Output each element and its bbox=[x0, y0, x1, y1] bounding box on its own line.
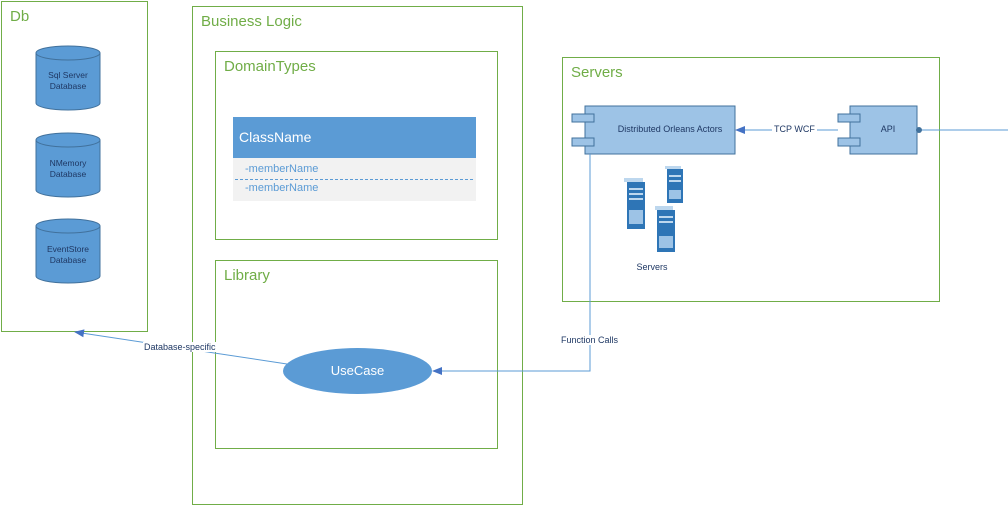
domain-types-frame: DomainTypes bbox=[215, 51, 498, 240]
server-tower-icon bbox=[624, 178, 645, 229]
class-member-1: -memberName bbox=[245, 163, 319, 175]
database-label: EventStore Database bbox=[36, 244, 100, 266]
database-type: Database bbox=[49, 81, 87, 91]
function-calls-connector bbox=[432, 154, 591, 375]
library-frame: Library bbox=[215, 260, 498, 449]
database-label: Sql Server Database bbox=[36, 70, 100, 92]
database-name: Sql Server bbox=[48, 70, 88, 80]
actors-component-label: Distributed Orleans Actors bbox=[617, 124, 723, 134]
database-type: Database bbox=[49, 169, 87, 179]
api-component-label: API bbox=[880, 124, 896, 134]
servers-frame-title: Servers bbox=[571, 64, 623, 81]
servers-icon-label: Servers bbox=[636, 262, 668, 272]
class-member-2: -memberName bbox=[245, 182, 319, 194]
database-specific-label: Database-specific bbox=[143, 342, 217, 352]
component-icon bbox=[837, 105, 918, 155]
business-logic-frame: Business Logic bbox=[192, 6, 523, 505]
server-tower-icon bbox=[665, 166, 683, 203]
class-box: ClassName -memberName -memberName bbox=[233, 117, 476, 201]
member-separator bbox=[235, 179, 473, 180]
database-label: NMemory Database bbox=[36, 158, 100, 180]
database-name: EventStore bbox=[46, 244, 90, 254]
tcp-connector-label: TCP WCF bbox=[772, 124, 817, 134]
business-logic-frame-title: Business Logic bbox=[201, 13, 302, 30]
lollipop-interface-icon bbox=[916, 127, 1008, 133]
usecase-ellipse: UseCase bbox=[283, 348, 432, 394]
database-icon bbox=[35, 132, 101, 198]
function-calls-label: Function Calls bbox=[560, 335, 620, 345]
database-icon bbox=[35, 45, 101, 111]
database-name: NMemory bbox=[49, 158, 87, 168]
server-tower-icon bbox=[655, 206, 675, 252]
domain-types-frame-title: DomainTypes bbox=[224, 58, 316, 75]
db-frame-title: Db bbox=[10, 8, 30, 25]
database-icon bbox=[35, 218, 101, 284]
class-name: ClassName bbox=[233, 117, 476, 158]
library-frame-title: Library bbox=[224, 267, 270, 284]
servers-frame: Servers bbox=[562, 57, 940, 302]
class-members: -memberName -memberName bbox=[233, 158, 476, 201]
database-type: Database bbox=[49, 255, 87, 265]
